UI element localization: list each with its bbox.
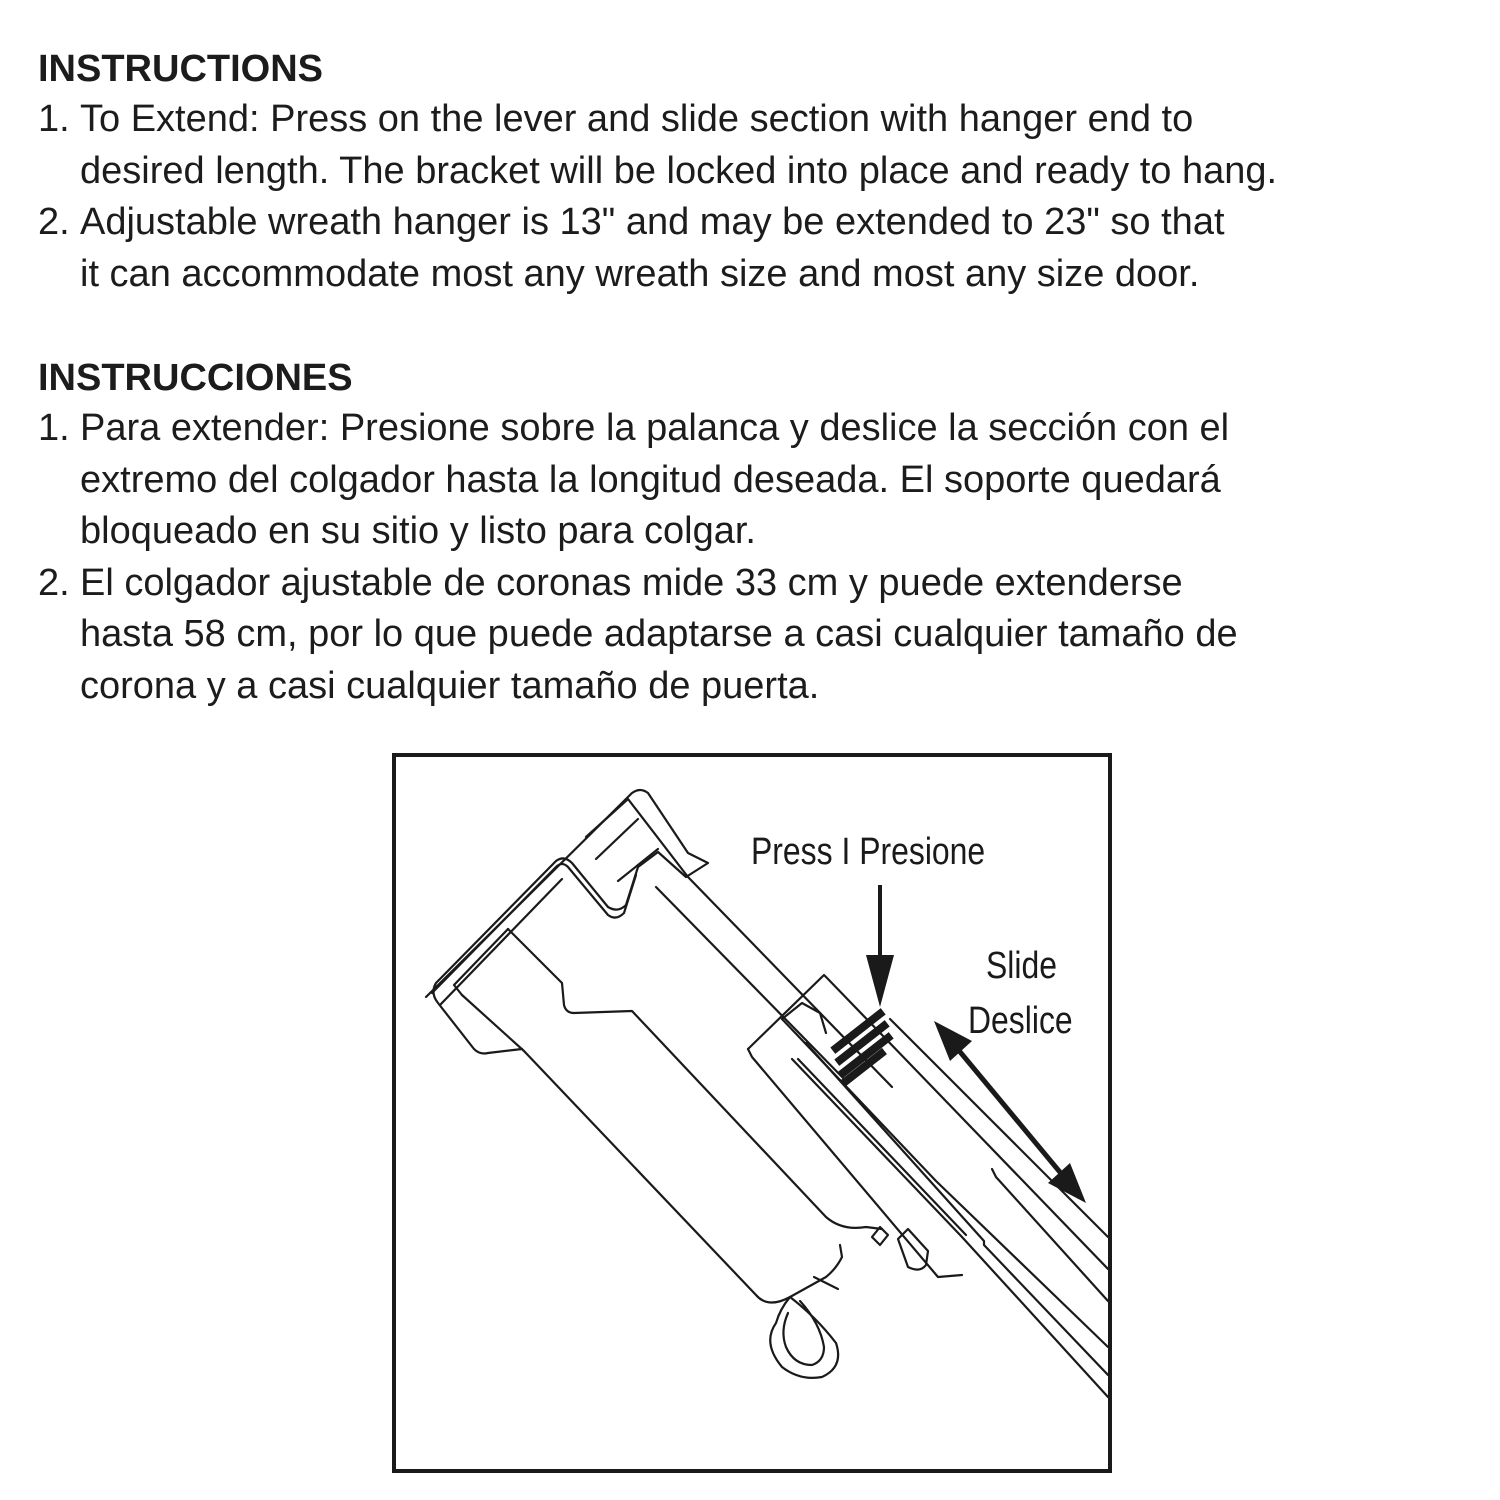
step-line: hasta 58 cm, por lo que puede adaptarse … bbox=[80, 613, 1238, 655]
english-heading: INSTRUCTIONS bbox=[38, 48, 323, 90]
step-number: 2. bbox=[38, 561, 70, 604]
down-arrow-icon bbox=[866, 885, 894, 1007]
step-text: El colgador ajustable de coronas mide 33… bbox=[80, 558, 1478, 713]
step-text: To Extend: Press on the lever and slide … bbox=[80, 94, 1478, 197]
step-number: 2. bbox=[38, 201, 70, 243]
spanish-instructions: INSTRUCCIONES 1. Para extender: Presione… bbox=[38, 353, 1478, 712]
step-line: extremo del colgador hasta la longitud d… bbox=[80, 458, 1221, 501]
spanish-step-1: 1. Para extender: Presione sobre la pala… bbox=[38, 403, 1478, 558]
step-line: Adjustable wreath hanger is 13" and may … bbox=[80, 201, 1225, 243]
hanger-diagram: Press I Presione Slide Deslice bbox=[392, 753, 1112, 1473]
step-number: 1. bbox=[38, 98, 70, 140]
step-line: corona y a casi cualquier tamaño de puer… bbox=[80, 664, 820, 707]
english-instructions: INSTRUCTIONS 1. To Extend: Press on the … bbox=[38, 44, 1478, 300]
step-text: Adjustable wreath hanger is 13" and may … bbox=[80, 197, 1478, 300]
step-line: Para extender: Presione sobre la palanca… bbox=[80, 407, 1230, 449]
grip-ridges bbox=[830, 1008, 894, 1087]
double-arrow-icon bbox=[934, 1021, 1086, 1203]
wreath-hanger-illustration bbox=[424, 788, 1108, 1399]
step-number: 1. bbox=[38, 407, 70, 449]
step-text: Para extender: Presione sobre la palanca… bbox=[80, 403, 1478, 558]
step-line: El colgador ajustable de coronas mide 33… bbox=[80, 561, 1183, 604]
deslice-label: Deslice bbox=[968, 1000, 1073, 1042]
spanish-step-2: 2. El colgador ajustable de coronas mide… bbox=[38, 558, 1478, 713]
spanish-heading: INSTRUCCIONES bbox=[38, 357, 353, 399]
english-step-2: 2. Adjustable wreath hanger is 13" and m… bbox=[38, 197, 1478, 300]
step-line: bloqueado en su sitio y listo para colga… bbox=[80, 510, 756, 552]
english-step-1: 1. To Extend: Press on the lever and sli… bbox=[38, 94, 1478, 197]
press-label: Press I Presione bbox=[751, 831, 986, 873]
slide-label: Slide bbox=[986, 945, 1057, 987]
step-line: To Extend: Press on the lever and slide … bbox=[80, 98, 1194, 140]
step-line: desired length. The bracket will be lock… bbox=[80, 149, 1278, 192]
step-line: it can accommodate most any wreath size … bbox=[80, 252, 1200, 295]
